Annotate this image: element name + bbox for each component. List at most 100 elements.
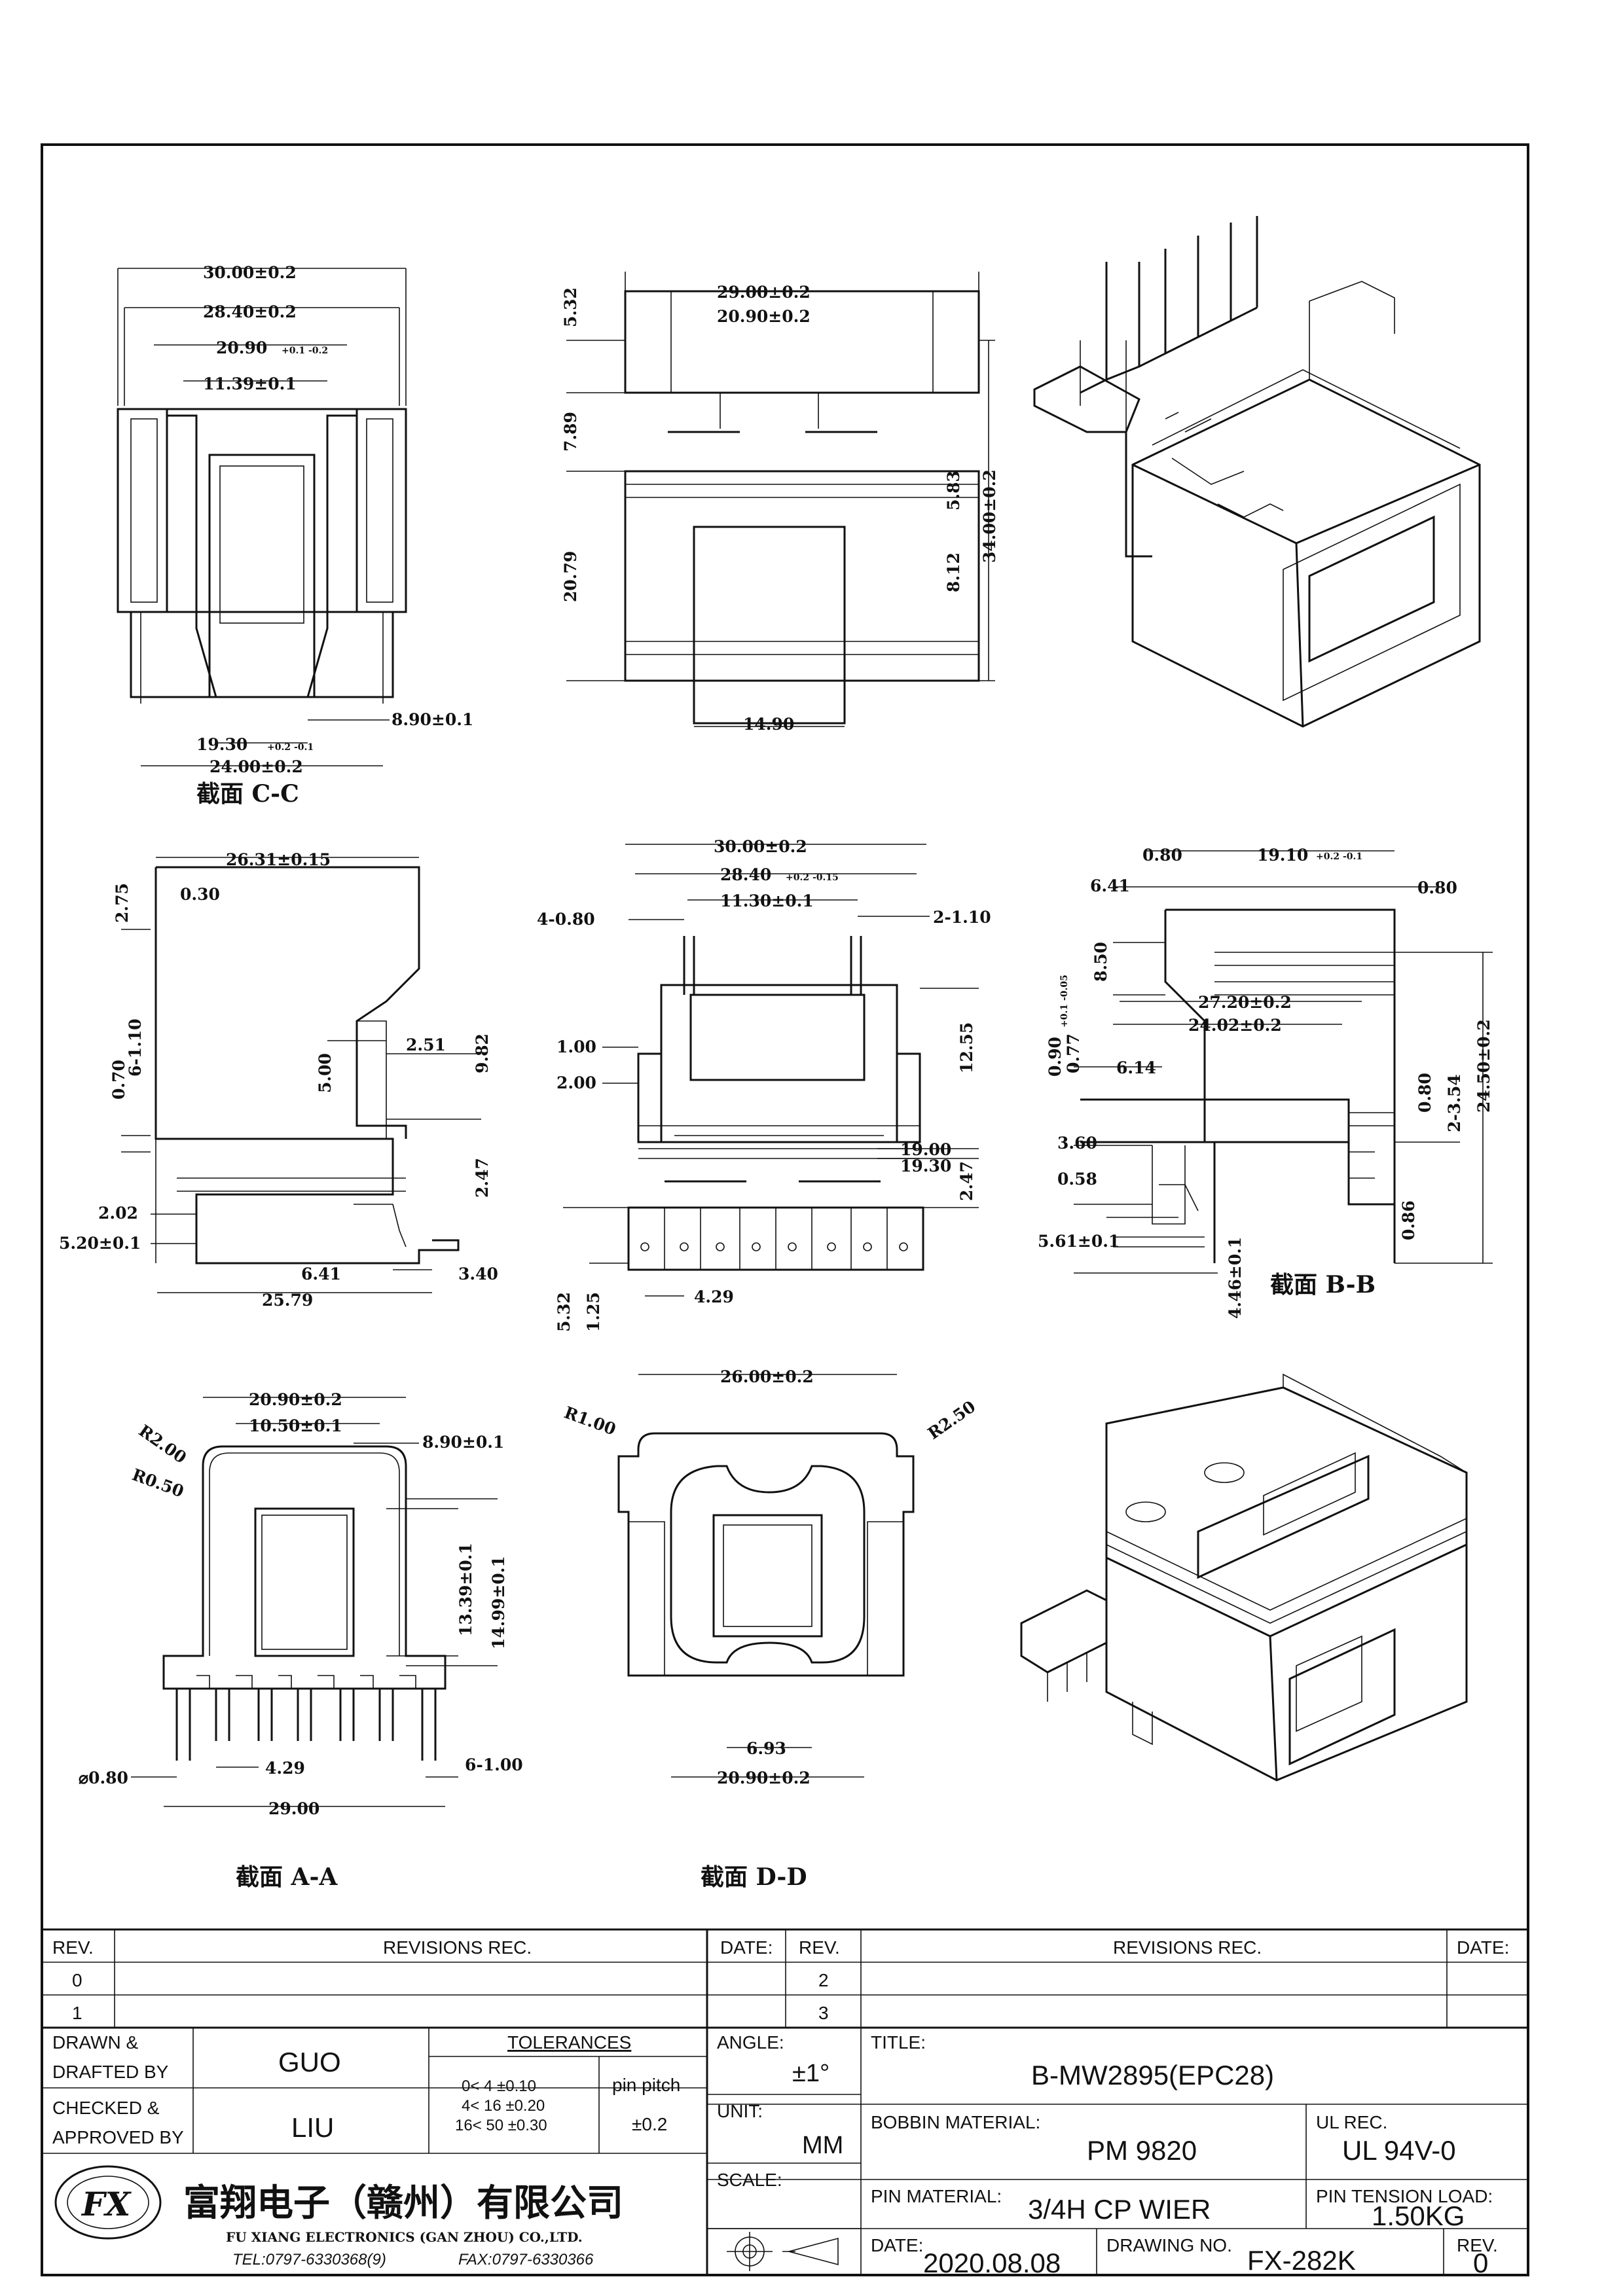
dim-side-500: 5.00 <box>316 1053 335 1093</box>
rev-label: REV. <box>1457 2235 1498 2255</box>
dim-bb-1910-tol: +0.2 -0.1 <box>1316 852 1362 862</box>
angle-label: ANGLE: <box>717 2032 784 2053</box>
dim-cc-1139: 11.39±0.1 <box>203 374 297 393</box>
ul-rec-label: UL REC. <box>1316 2112 1387 2132</box>
dim-bb-086: 0.86 <box>1399 1200 1418 1240</box>
dim-bb-080c: 0.80 <box>1415 1073 1434 1113</box>
dim-top-812: 8.12 <box>944 552 963 592</box>
dim-side-641: 6.41 <box>301 1265 341 1283</box>
dim-side-251: 2.51 <box>406 1035 446 1054</box>
dim-top-583: 5.83 <box>944 471 963 511</box>
pin-pitch-label: pin pitch <box>612 2075 680 2095</box>
dim-top-789: 7.89 <box>561 412 580 452</box>
sheet-border <box>41 143 1529 2276</box>
view-dd: 26.00±0.2 R1.00 R2.50 6.93 20.90±0.2 截面 … <box>562 1367 979 1891</box>
pin-pitch-value: ±0.2 <box>632 2114 667 2134</box>
dim-top-29: 29.00±0.2 <box>717 283 811 302</box>
section-label-aa: 截面 A-A <box>236 1863 338 1891</box>
dim-bb-850: 8.50 <box>1091 942 1110 982</box>
rev-header-right: REV. <box>799 1937 840 1958</box>
tolerances-label: TOLERANCES <box>507 2032 631 2053</box>
dim-cc-1930: 19.30 <box>196 735 247 754</box>
dim-bb-2450: 24.50±0.2 <box>1474 1019 1493 1113</box>
dim-mid-1900: 19.00 <box>900 1140 951 1159</box>
dim-mid-2840: 28.40 <box>720 865 771 884</box>
company-fax: FAX:0797-6330366 <box>458 2251 594 2269</box>
section-label-bb: 截面 B-B <box>1270 1271 1376 1299</box>
rev-row-3: 3 <box>818 2003 829 2023</box>
dim-cc-24: 24.00±0.2 <box>210 757 303 776</box>
dim-mid-2840-tol: +0.2 -0.15 <box>786 872 839 883</box>
dim-dd-2090: 20.90±0.2 <box>717 1768 811 1787</box>
tol-row-2: 4< 16 ±0.20 <box>462 2097 545 2115</box>
section-label-dd: 截面 D-D <box>701 1863 807 1891</box>
unit-value: MM <box>802 2132 843 2159</box>
checked-label-1: CHECKED & <box>52 2098 160 2118</box>
dim-mid-247: 2.47 <box>957 1161 976 1201</box>
revisions-header-left: REVISIONS REC. <box>383 1937 532 1958</box>
dim-aa-2090: 20.90±0.2 <box>249 1390 342 1409</box>
bobbin-material-value: PM 9820 <box>1087 2135 1197 2166</box>
date-header-left: DATE: <box>720 1937 773 1958</box>
dim-mid-532: 5.32 <box>555 1292 574 1332</box>
title-block: REV. REVISIONS REC. DATE: REV. REVISIONS… <box>42 1928 1528 2278</box>
rev-header-left: REV. <box>52 1937 94 1958</box>
pin-tension-value: 1.50KG <box>1372 2200 1465 2231</box>
dim-aa-r050: R0.50 <box>130 1465 187 1501</box>
date-label: DATE: <box>871 2235 923 2255</box>
dim-bb-1910: 19.10 <box>1257 846 1308 865</box>
dim-mid-100: 1.00 <box>556 1037 596 1056</box>
scale-label: SCALE: <box>717 2170 782 2190</box>
dim-bb-090: 0.90 <box>1046 1037 1065 1077</box>
rev-row-1: 1 <box>72 2003 82 2023</box>
view-top: 29.00±0.2 20.90±0.2 5.32 7.89 20.79 5.83… <box>561 272 999 734</box>
dim-bb-561: 5.61±0.1 <box>1038 1232 1120 1251</box>
view-iso-bottom <box>1020 1373 1468 1782</box>
ul-rec-value: UL 94V-0 <box>1342 2135 1456 2166</box>
dim-side-202: 2.02 <box>98 1204 138 1223</box>
dim-bb-077: 0.77 <box>1064 1033 1083 1073</box>
dim-aa-r200: R2.00 <box>136 1421 191 1467</box>
view-side: 26.31±0.15 2.75 0.30 0.70 6-1.10 5.00 2.… <box>59 850 498 1310</box>
date-header-right: DATE: <box>1457 1937 1509 1958</box>
view-iso-top <box>1033 216 1481 728</box>
drawn-label-1: DRAWN & <box>52 2032 139 2053</box>
dim-top-2090: 20.90±0.2 <box>717 307 811 326</box>
rev-row-0: 0 <box>72 1970 82 1990</box>
dim-bb-058: 0.58 <box>1057 1170 1097 1189</box>
view-front: 30.00±0.2 28.40 +0.2 -0.15 11.30±0.1 4-0… <box>537 837 991 1332</box>
pin-material-value: 3/4H CP WIER <box>1028 2194 1211 2225</box>
dim-cc-2840: 28.40±0.2 <box>203 302 297 321</box>
dim-mid-125: 1.25 <box>584 1292 603 1332</box>
dim-mid-4080: 4-0.80 <box>537 910 595 929</box>
dim-cc-1930-tol: +0.2 -0.1 <box>267 742 314 753</box>
dim-mid-200: 2.00 <box>556 1073 596 1092</box>
dim-bb-2354: 2-3.54 <box>1445 1074 1464 1132</box>
revisions-header-right: REVISIONS REC. <box>1113 1937 1262 1958</box>
dim-dd-693: 6.93 <box>746 1739 786 1758</box>
dim-top-1490: 14.90 <box>743 715 794 734</box>
dim-dd-r100: R1.00 <box>562 1403 619 1439</box>
pin-tension-label: PIN TENSION LOAD: <box>1316 2186 1493 2206</box>
dim-side-275: 2.75 <box>113 883 132 923</box>
angle-value: ±1° <box>792 2060 830 2087</box>
dim-side-6110: 6-1.10 <box>126 1018 145 1077</box>
dim-dd-26: 26.00±0.2 <box>720 1367 814 1386</box>
dim-bb-080a: 0.80 <box>1142 846 1182 865</box>
pin-material-label: PIN MATERIAL: <box>871 2186 1002 2206</box>
dim-mid-1255: 12.55 <box>957 1022 976 1073</box>
dim-side-247: 2.47 <box>473 1158 492 1198</box>
dim-side-982: 9.82 <box>473 1033 492 1073</box>
rev-value: 0 <box>1473 2248 1488 2278</box>
dim-side-070: 0.70 <box>109 1060 128 1100</box>
company-logo: FX <box>54 2165 162 2240</box>
dim-top-2079: 20.79 <box>561 551 580 602</box>
dim-bb-2402: 24.02±0.2 <box>1188 1016 1282 1035</box>
section-label-cc: 截面 C-C <box>196 780 299 808</box>
rev-row-2: 2 <box>818 1970 829 1990</box>
company-name-cn: 富翔电子（赣州）有限公司 <box>183 2181 623 2225</box>
dim-bb-360: 3.60 <box>1057 1134 1097 1153</box>
dim-aa-1339: 13.39±0.1 <box>456 1543 475 1636</box>
dim-cc-30: 30.00±0.2 <box>203 263 297 282</box>
